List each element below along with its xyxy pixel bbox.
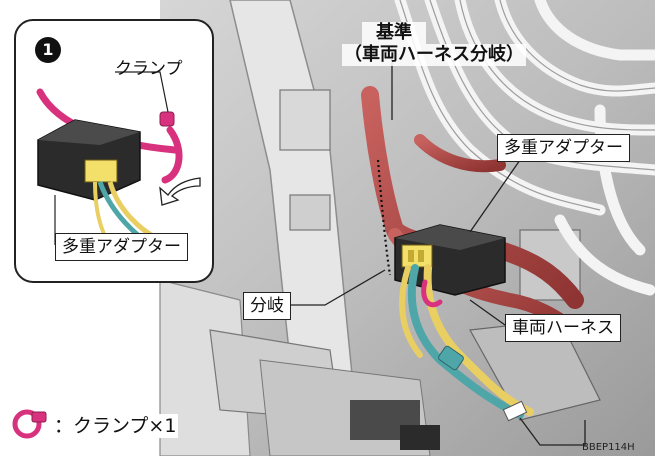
callout-vehicle-harness: 車両ハーネス [505,314,621,342]
step-number: 1 [42,40,54,59]
white-tag [502,400,528,422]
branch-dotted-line [376,159,392,276]
inset-panel [14,19,214,283]
legend-text: ：クランプ×1 [52,414,179,438]
legend-clamp-icon [12,409,47,439]
figure-code: BBEP114H [582,442,635,453]
bracket-left [279,89,331,151]
reference-subtitle: （車両ハーネス分岐） [342,44,526,66]
reference-title: 基準 [362,22,426,44]
multi-adapter-main [394,224,506,296]
step-number-badge [35,37,61,63]
teal-connector [438,345,464,371]
clamp-on-harness [421,279,443,308]
callout-multi-adapter: 多重アダプター [497,134,630,162]
inset-clamp-head [159,111,175,127]
inset-multi-adapter-label: 多重アダプター [55,233,188,261]
inset-clamp-label: クランプ [115,59,183,79]
inset-direction-arrow [159,177,201,206]
callout-branch: 分岐 [243,292,291,320]
